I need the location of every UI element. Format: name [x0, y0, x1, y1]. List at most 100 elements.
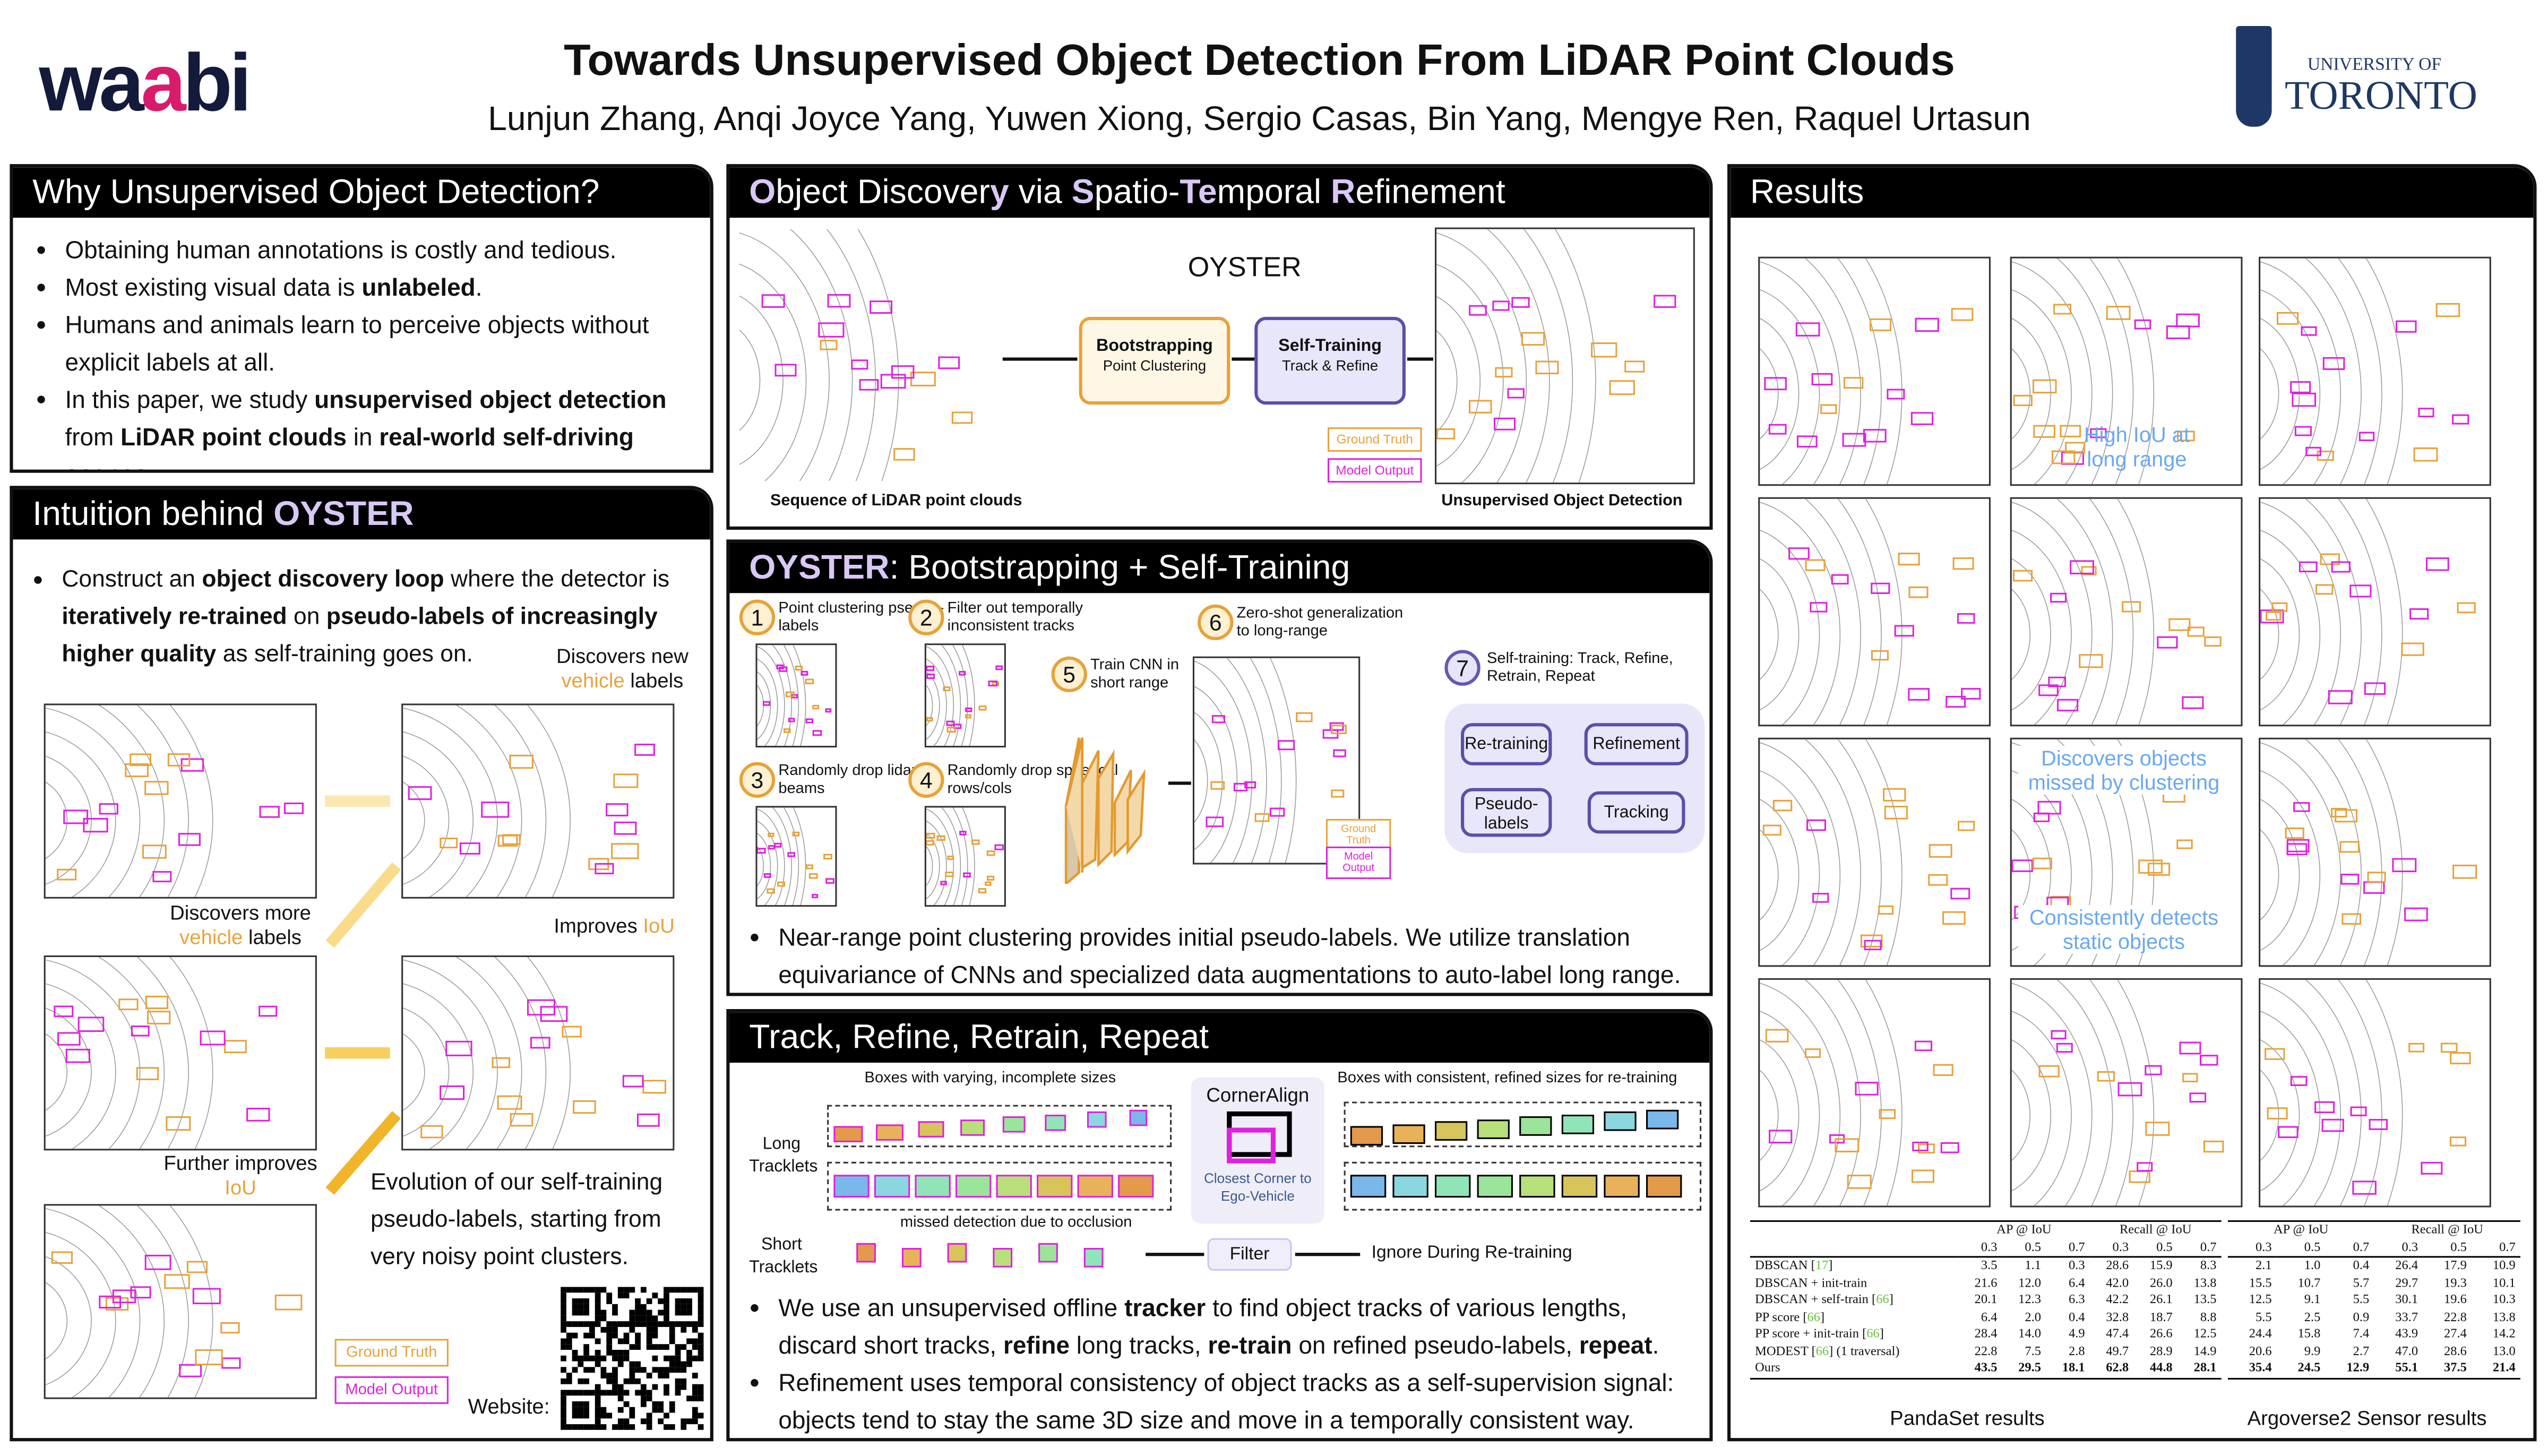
bounding-box	[808, 873, 818, 879]
scan-ring	[494, 705, 547, 897]
qr-module	[561, 1395, 566, 1401]
method-label: MODEST	[1755, 1343, 1812, 1358]
scan-ring	[789, 229, 853, 481]
qr-module	[664, 1315, 669, 1322]
bounding-box	[145, 995, 169, 1010]
refined-box	[1350, 1126, 1383, 1146]
qr-module	[589, 1424, 595, 1430]
text-segment: efinement	[1355, 174, 1505, 211]
tracklet-box	[960, 1118, 985, 1135]
qr-module	[686, 1298, 692, 1304]
bounding-box	[1206, 816, 1224, 828]
arrow	[1002, 357, 1078, 361]
bounding-box	[965, 714, 971, 719]
method-name: DBSCAN + init-train	[1750, 1275, 1958, 1292]
scan-ring	[2089, 258, 2134, 485]
loop-retraining: Re-training	[1461, 723, 1552, 765]
table-cell: 22.8	[2444, 1308, 2467, 1324]
scan-ring	[757, 821, 778, 906]
bounding-box	[2053, 304, 2072, 315]
text-segment: Most existing visual data is	[65, 274, 362, 303]
qr-module	[583, 1287, 589, 1293]
scan-ring	[1760, 742, 1841, 966]
bounding-box	[54, 1005, 74, 1018]
table-cell: 26.0	[2149, 1274, 2173, 1290]
qr-module	[595, 1424, 601, 1430]
bounding-box	[812, 730, 822, 736]
bounding-box	[166, 1116, 191, 1131]
qr-module	[606, 1332, 613, 1339]
bounding-box	[1796, 435, 1818, 448]
bounding-box	[2012, 570, 2033, 582]
scan-ring	[739, 232, 830, 481]
website-qr-code[interactable]	[561, 1287, 704, 1430]
qr-module	[606, 1350, 613, 1356]
method-name: DBSCAN + self-train [66]	[1755, 1291, 1893, 1307]
qr-module	[572, 1367, 578, 1373]
scan-ring	[772, 807, 792, 906]
scan-ring	[2011, 558, 2051, 711]
qr-module	[566, 1338, 572, 1345]
qr-module	[675, 1378, 681, 1384]
note-improves-iou: Improves IoU	[533, 915, 695, 939]
scan-ring	[1865, 979, 1903, 1206]
bounding-box	[192, 1288, 221, 1305]
scan-ring	[1837, 739, 1882, 966]
bounding-box	[1917, 1143, 1935, 1154]
bounding-box	[1950, 888, 1970, 900]
bounding-box	[2137, 1162, 2153, 1172]
qr-module	[664, 1355, 669, 1362]
text-segment: Obtaining human annotations is costly an…	[65, 237, 617, 265]
text-segment: via	[1009, 174, 1072, 211]
qr-module	[664, 1304, 669, 1310]
bounding-box	[1958, 821, 1975, 831]
ignore-label: Ignore During Re-training	[1371, 1243, 1572, 1263]
step-label: Train CNN in short range	[1090, 656, 1180, 693]
bounding-box	[870, 300, 893, 314]
scan-ring	[2056, 258, 2113, 485]
step-number-3: 3	[739, 762, 776, 798]
table-cell: 12.5	[2193, 1325, 2217, 1341]
scan-ring	[757, 846, 764, 886]
bounding-box	[510, 1113, 533, 1127]
qr-module	[629, 1424, 635, 1430]
bounding-box	[611, 843, 639, 859]
scan-ring	[961, 645, 975, 746]
bounding-box	[497, 1095, 522, 1110]
table-cell: 55.1	[2395, 1360, 2418, 1375]
qr-module	[681, 1418, 687, 1425]
text-segment: tracker	[1124, 1295, 1206, 1323]
scan-ring	[2089, 979, 2134, 1206]
qr-module	[646, 1424, 652, 1430]
qr-module	[646, 1309, 652, 1316]
short-tracklet-box	[993, 1248, 1013, 1268]
bounding-box	[1804, 1048, 1821, 1058]
bounding-box	[1521, 332, 1545, 346]
scan-ring	[757, 671, 771, 740]
text-segment: pseudo-labels of increasingly higher qua…	[62, 604, 658, 668]
bounding-box	[105, 1297, 129, 1311]
qr-module	[561, 1326, 566, 1333]
qr-module	[595, 1407, 601, 1413]
varying-label: Boxes with varying, incomplete sizes	[864, 1069, 1116, 1087]
bounding-box	[1269, 807, 1285, 817]
scan-ring	[2305, 739, 2362, 966]
step-label: Randomly drop lidar beams	[778, 762, 917, 798]
bounding-box	[1863, 429, 1887, 443]
bounding-box	[1331, 789, 1345, 798]
bounding-box	[1254, 813, 1270, 822]
qr-module	[561, 1304, 566, 1310]
table-cell: 9.1	[2304, 1291, 2321, 1307]
point-cloud-drawing	[2260, 979, 2471, 1206]
bounding-box	[2122, 601, 2141, 613]
qr-module	[658, 1298, 664, 1304]
bounding-box	[2033, 425, 2055, 438]
qr-module	[635, 1298, 641, 1304]
why-title: Why Unsupervised Object Detection?	[13, 167, 710, 218]
bounding-box	[2364, 682, 2386, 695]
bounding-box	[1296, 712, 1313, 722]
point-cloud-drawing	[1760, 498, 1981, 725]
